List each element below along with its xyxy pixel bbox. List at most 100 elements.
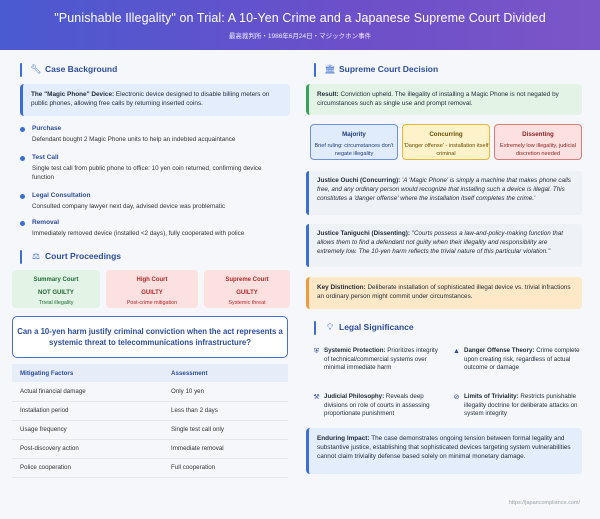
table-cell: Installation period — [12, 401, 164, 421]
table-cell: Immediate removal — [163, 439, 288, 459]
impact-label: Enduring Impact: — [317, 435, 370, 442]
key-question: Can a 10-yen harm justify criminal convi… — [12, 316, 288, 358]
section-legal-significance: 💡︎ Legal Significance — [304, 318, 588, 338]
page-title: "Punishable Illegality" on Trial: A 10-Y… — [54, 11, 546, 25]
mitigating-factors-table: Mitigating Factors Assessment Actual fin… — [12, 364, 288, 478]
court-detail: Trivial illegality — [38, 300, 74, 306]
significance-item: ⊘ Limits of Triviality: Restricts punish… — [452, 393, 582, 419]
gavel-icon: ⚒︎ — [313, 394, 320, 401]
quote-author: Justice Taniguchi (Dissenting): — [317, 230, 410, 237]
taniguchi-quote: Justice Taniguchi (Dissenting): "Courts … — [306, 224, 582, 267]
timeline-title: Legal Consultation — [32, 192, 91, 199]
opinion-text: 'Danger offense' - installation itself c… — [403, 143, 489, 157]
opinion-text: Extremely low illegality, judicial discr… — [499, 143, 577, 157]
significance-text: Reveals deep divisions on role of courts… — [324, 393, 430, 417]
opinion-title: Dissenting — [522, 131, 554, 138]
device-text: Electronic device designed to disable bi… — [31, 91, 270, 107]
table-cell: Post-discovery action — [12, 439, 164, 459]
opinion-title: Concurring — [429, 131, 463, 138]
timeline-text: Immediately removed device (installed <2… — [32, 230, 245, 237]
section-case-background: 🔧︎ Case Background — [10, 60, 294, 80]
quote-author: Justice Ouchi (Concurring): — [317, 177, 401, 184]
section-title: Case Background — [45, 64, 118, 74]
table-cell: Actual financial damage — [12, 382, 164, 402]
significance-item: ▲ Danger Offense Theory: Crime complete … — [452, 347, 582, 373]
opinion-card-concurring: Concurring 'Danger offense' - installati… — [402, 124, 490, 160]
quote-text: "Courts possess a law-and-policy-making … — [317, 230, 564, 255]
court-verdict: NOT GUILTY — [38, 290, 74, 296]
opinion-card-majority: Majority Brief ruling: circumstances don… — [310, 124, 398, 160]
key-distinction-box: Key Distinction: Deliberate installation… — [306, 277, 582, 309]
warning-icon: ▲ — [453, 348, 460, 355]
timeline-dot — [20, 221, 25, 226]
device-info-box: The "Magic Phone" Device: Electronic dev… — [20, 84, 290, 116]
footer-url[interactable]: https://japancompliance.com/ — [508, 500, 580, 506]
key-distinction-text: Deliberate installation of sophisticated… — [317, 284, 571, 300]
lightbulb-icon: 💡︎ — [326, 322, 334, 332]
result-text: Conviction upheld. The illegality of ins… — [317, 91, 559, 107]
significance-label: Systemic Protection: — [324, 347, 386, 354]
section-accent-bar — [314, 63, 316, 77]
page-subtitle: 最高裁判所・1986年6月24日・マジックホン事件 — [228, 33, 372, 40]
court-card-supreme: Supreme Court GUILTY Systemic threat — [204, 270, 290, 308]
table-header-row: Mitigating Factors Assessment — [12, 364, 288, 382]
significance-text: Prioritizes integrity of technical/comme… — [324, 347, 438, 371]
section-title: Legal Significance — [339, 322, 414, 332]
wrench-icon: 🔧︎ — [30, 64, 42, 74]
timeline-text: Defendant bought 2 Magic Phone units to … — [32, 136, 236, 143]
court-name: Summary Court — [33, 277, 79, 283]
section-title: Court Proceedings — [45, 251, 122, 261]
court-verdict: GUILTY — [141, 290, 163, 296]
significance-item: ⛨︎ Systemic Protection: Prioritizes inte… — [312, 347, 442, 373]
significance-label: Judicial Philosophy: — [324, 393, 385, 400]
device-label: The "Magic Phone" Device: — [31, 91, 115, 98]
table-cell: Less than 2 days — [163, 401, 288, 421]
timeline-text: Single test call from public phone to of… — [32, 165, 262, 181]
balance-scale-icon: ⚖︎ — [31, 251, 41, 261]
court-verdict: GUILTY — [236, 290, 258, 296]
enduring-impact-box: Enduring Impact: The case demonstrates o… — [306, 428, 582, 474]
key-distinction-label: Key Distinction: — [317, 284, 366, 291]
court-detail: Post-crime mitigation — [126, 300, 178, 306]
section-accent-bar — [20, 63, 22, 77]
section-title: Supreme Court Decision — [339, 64, 439, 74]
significance-text: Crime complete upon creating risk, regar… — [464, 347, 580, 371]
timeline-dot — [20, 194, 25, 199]
table-cell: Single test call only — [163, 420, 288, 440]
ouchi-quote: Justice Ouchi (Concurring): 'A 'Magic Ph… — [306, 171, 582, 215]
section-accent-bar — [20, 250, 22, 264]
ban-icon: ⊘ — [453, 394, 460, 401]
result-box: Result: Conviction upheld. The illegalit… — [306, 84, 582, 115]
court-card-high: High Court GUILTY Post-crime mitigation — [106, 270, 198, 308]
opinion-card-dissenting: Dissenting Extremely low illegality, jud… — [494, 124, 582, 160]
timeline-dot — [20, 156, 25, 161]
court-name: Supreme Court — [225, 277, 269, 283]
significance-label: Limits of Triviality: — [464, 393, 519, 400]
opinion-title: Majority — [342, 131, 366, 138]
section-court-proceedings: ⚖︎ Court Proceedings — [10, 247, 294, 267]
table-cell: Full cooperation — [163, 458, 288, 478]
section-supreme-court-decision: 🏛︎ Supreme Court Decision — [304, 60, 588, 80]
impact-text: The case demonstrates ongoing tension be… — [317, 435, 571, 460]
court-card-summary: Summary Court NOT GUILTY Trivial illegal… — [12, 270, 100, 308]
table-cell: Only 10 yen — [163, 382, 288, 402]
table-cell: Usage frequency — [12, 420, 164, 440]
table-header: Assessment — [163, 364, 288, 382]
result-label: Result: — [317, 91, 339, 98]
section-accent-bar — [314, 321, 316, 335]
shield-icon: ⛨︎ — [313, 348, 320, 355]
timeline-dot — [20, 127, 25, 132]
significance-text: Restricts punishable illegality doctrine… — [464, 393, 578, 417]
table-cell: Police cooperation — [12, 458, 164, 478]
significance-label: Danger Offense Theory: — [464, 347, 535, 354]
table-header: Mitigating Factors — [12, 364, 164, 382]
timeline-text: Consulted company lawyer next day, advis… — [32, 203, 226, 210]
timeline-title: Test Call — [32, 154, 59, 161]
timeline-title: Removal — [32, 219, 60, 226]
opinion-text: Brief ruling: circumstances don't negate… — [314, 143, 394, 157]
